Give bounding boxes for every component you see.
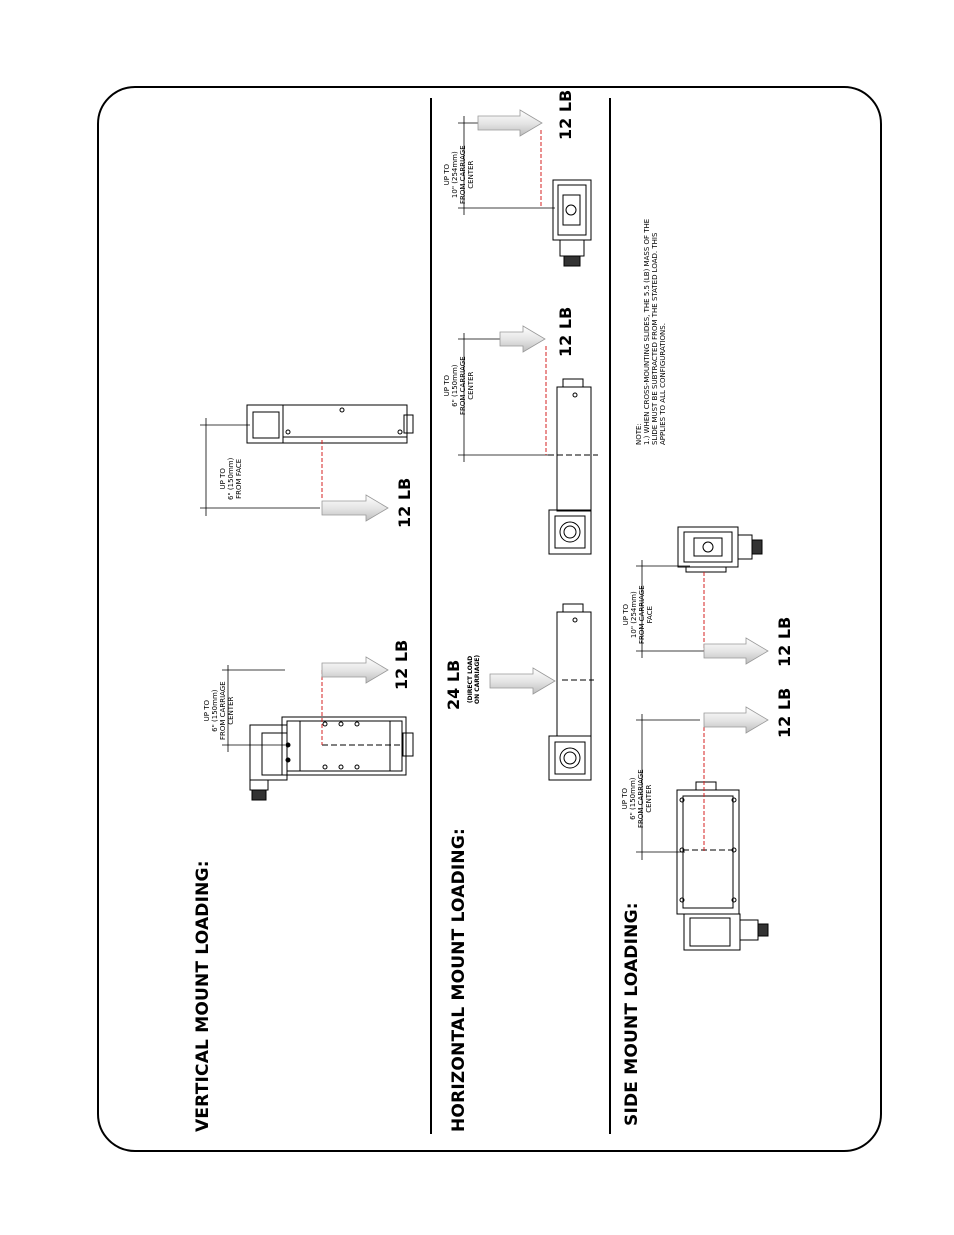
horizontal-slide-1 [548,603,594,781]
dim-lines-v2 [200,418,320,516]
load-arrow-s2 [703,637,769,665]
section-divider-2 [609,98,611,1134]
dim-lines-h3 [458,116,555,215]
load-arrow-v1 [321,656,389,684]
vertical-slide-2 [246,404,414,444]
side-slide-2 [677,526,763,573]
load-arrow-h1 [489,667,556,695]
load-arrow-h2 [499,325,546,353]
load-arrow-s1 [703,706,769,734]
dim-lines-s1 [636,714,700,860]
load-arrow-h3 [477,109,543,137]
load-arrow-v2 [321,494,389,522]
dim-lines-s2 [636,560,720,658]
horizontal-slide-2 [548,378,598,555]
horizontal-slide-3 [552,179,592,267]
page-frame [97,86,882,1152]
vertical-slide-1 [249,716,414,801]
side-slide-1 [676,781,769,951]
dim-lines-h2 [458,333,548,462]
dim-lines-v1 [222,665,285,752]
section-divider-1 [430,98,432,1134]
